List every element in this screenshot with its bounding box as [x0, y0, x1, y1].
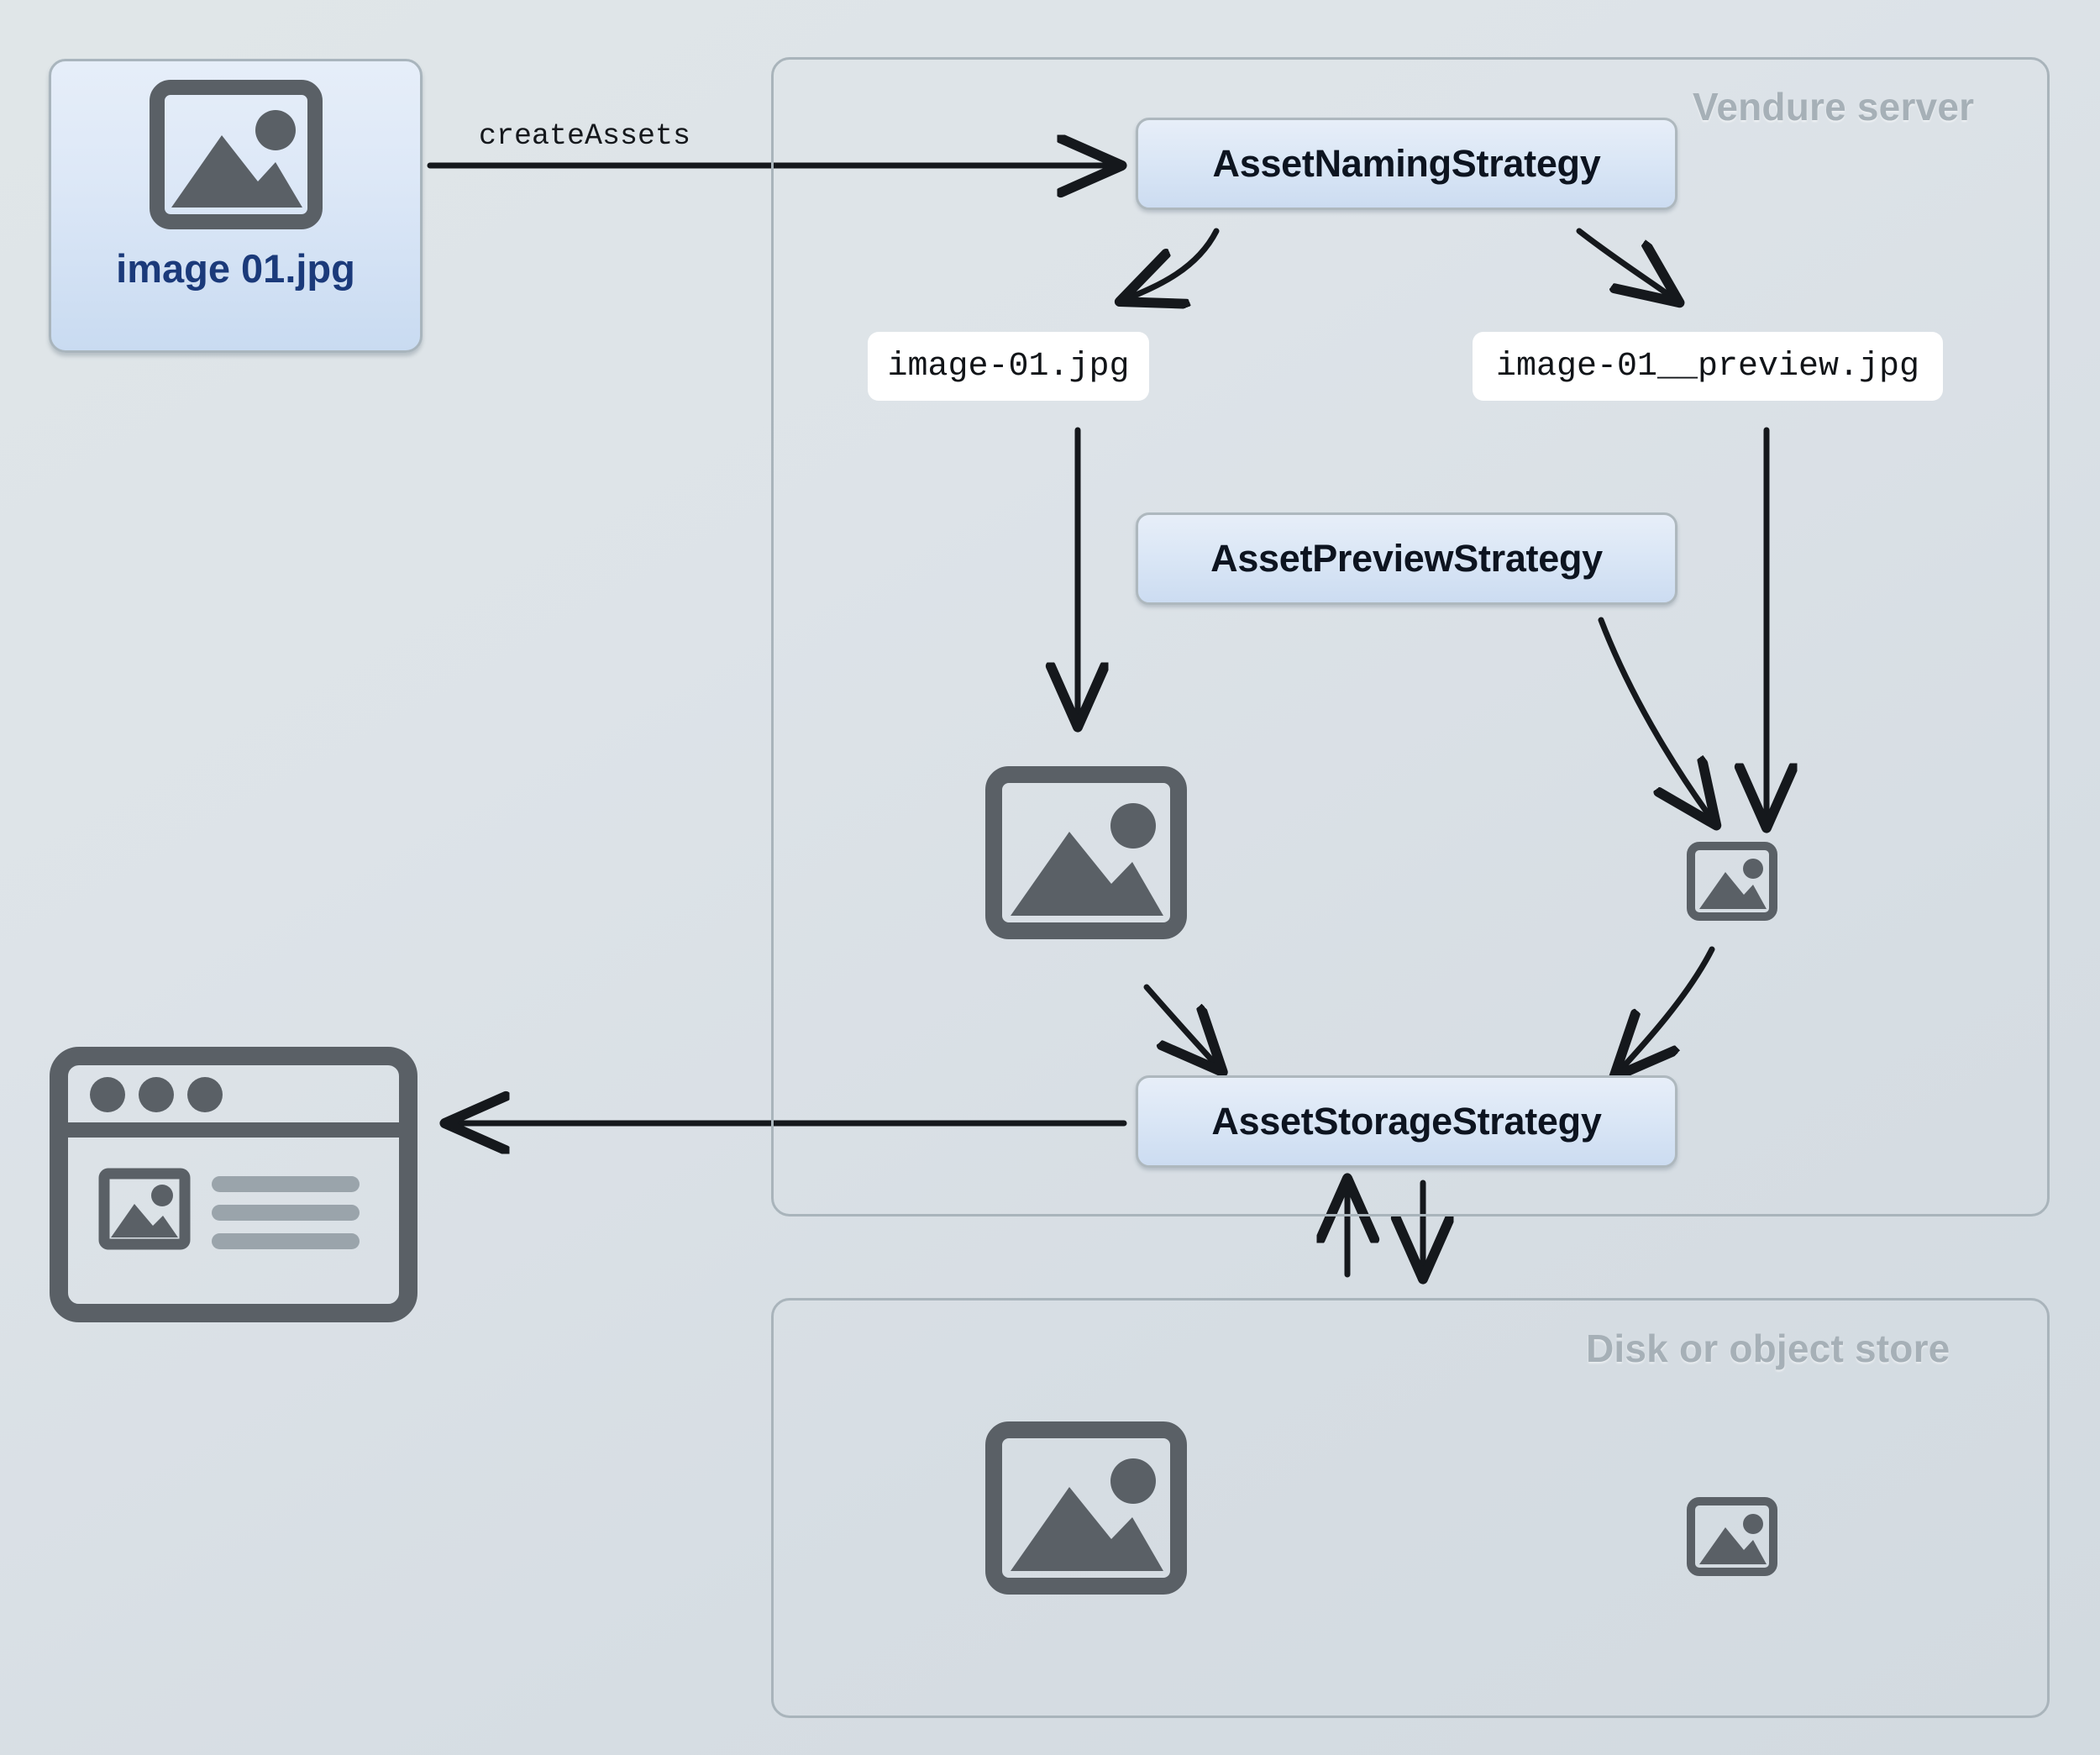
- preview-filename-label: image-01__preview.jpg: [1495, 347, 1920, 386]
- asset-naming-strategy-label: AssetNamingStrategy: [1212, 142, 1601, 185]
- source-asset-label: image 01.jpg: [116, 246, 355, 291]
- boundary-vendure-server: [771, 57, 2050, 1216]
- preview-filename-chip: image-01__preview.jpg: [1473, 332, 1943, 401]
- source-asset-card[interactable]: image 01.jpg: [49, 59, 423, 353]
- asset-naming-strategy-box[interactable]: AssetNamingStrategy: [1136, 118, 1677, 210]
- browser-window-icon: [49, 1046, 418, 1327]
- asset-preview-strategy-label: AssetPreviewStrategy: [1210, 537, 1603, 580]
- source-filename-chip: image-01.jpg: [868, 332, 1149, 401]
- edge-label-create-assets: createAssets: [479, 119, 691, 153]
- asset-storage-strategy-box[interactable]: AssetStorageStrategy: [1136, 1075, 1677, 1168]
- browser-text-lines-icon: [212, 1176, 360, 1249]
- boundary-disk-store: [771, 1298, 2050, 1718]
- source-filename-label: image-01.jpg: [887, 347, 1130, 386]
- boundary-label-disk-store: Disk or object store: [1586, 1327, 1950, 1370]
- asset-preview-strategy-box[interactable]: AssetPreviewStrategy: [1136, 512, 1677, 605]
- boundary-label-vendure-server: Vendure server: [1693, 85, 1975, 129]
- browser-thumbnail-icon: [98, 1168, 191, 1250]
- full-image-icon: [985, 766, 1187, 943]
- asset-storage-strategy-label: AssetStorageStrategy: [1211, 1100, 1602, 1143]
- stored-preview-image-icon: [1687, 1497, 1777, 1580]
- image-icon: [149, 80, 323, 234]
- preview-image-icon: [1687, 842, 1777, 925]
- stored-full-image-icon: [985, 1421, 1187, 1599]
